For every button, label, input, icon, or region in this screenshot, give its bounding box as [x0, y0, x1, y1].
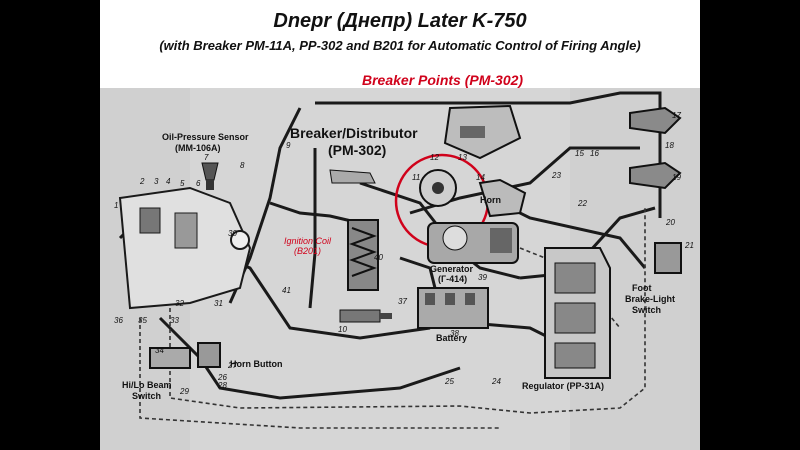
ref-number-12: 12: [430, 153, 439, 162]
ref-number-25: 25: [444, 377, 454, 386]
spark-plug: [339, 309, 392, 323]
ref-number-28: 28: [217, 381, 227, 390]
diagram-subtitle: (with Breaker PM-11A, PP-302 and B201 fo…: [159, 38, 641, 53]
ref-number-4: 4: [166, 177, 171, 186]
diagram-title: Dnepr (Днепр) Later K-750: [273, 10, 527, 32]
breaker-distributor: [329, 104, 522, 207]
label-battery: Battery: [436, 333, 467, 343]
ref-number-24: 24: [491, 377, 501, 386]
oil-pressure-sensor: [201, 162, 219, 190]
label-oil-sensor: Oil-Pressure Sensor: [162, 132, 249, 142]
ref-number-7: 7: [204, 153, 209, 162]
ref-number-20: 20: [665, 218, 675, 227]
generator: [427, 222, 519, 264]
ref-number-35: 35: [138, 316, 147, 325]
ref-number-32: 32: [175, 299, 184, 308]
ref-number-18: 18: [665, 141, 674, 150]
battery: [417, 287, 489, 329]
ref-number-2: 2: [139, 177, 145, 186]
label-foot-brake-1: Foot: [632, 283, 652, 293]
label-ignition-coil: Ignition Coil: [284, 236, 332, 246]
ref-number-22: 22: [577, 199, 587, 208]
ref-number-21: 21: [684, 241, 694, 250]
ref-number-27: 27: [227, 361, 237, 370]
ref-number-10: 10: [338, 325, 347, 334]
label-breaker-distributor-code: (PM-302): [328, 142, 386, 158]
ref-number-23: 23: [551, 171, 561, 180]
ref-number-41: 41: [282, 286, 291, 295]
breaker-points-callout: Breaker Points (PM-302): [362, 72, 524, 88]
ref-number-6: 6: [196, 179, 201, 188]
label-breaker-distributor: Breaker/Distributor: [290, 125, 418, 141]
label-foot-brake-3: Switch: [632, 305, 661, 315]
ref-number-38: 38: [450, 329, 459, 338]
slide: Dnepr (Днепр) Later K-750 (with Breaker …: [100, 0, 700, 450]
label-generator-code: (Г-414): [438, 274, 467, 284]
horn: [478, 178, 527, 218]
label-horn-button: Horn Button: [230, 359, 282, 369]
ref-number-37: 37: [398, 297, 407, 306]
horn-button: [197, 342, 221, 368]
headlamp: [118, 186, 252, 310]
ref-number-19: 19: [672, 173, 681, 182]
ref-number-34: 34: [155, 346, 164, 355]
ref-number-13: 13: [458, 153, 467, 162]
label-hilo-2: Switch: [132, 391, 161, 401]
ignition-coil: [347, 219, 379, 291]
ref-number-26: 26: [217, 373, 227, 382]
label-hilo-1: Hi/Lo Beam: [122, 380, 172, 390]
ref-number-33: 33: [170, 316, 179, 325]
label-generator: Generator: [430, 264, 474, 274]
label-oil-sensor-code: (MM-106A): [175, 143, 221, 153]
ref-number-3: 3: [154, 177, 159, 186]
ref-number-8: 8: [240, 161, 245, 170]
ref-number-14: 14: [476, 173, 485, 182]
regulator: [544, 247, 611, 379]
label-ignition-coil-code: (B201): [294, 246, 321, 256]
hi-lo-beam-switch: [149, 347, 191, 369]
ref-number-29: 29: [179, 387, 189, 396]
ref-number-39: 39: [478, 273, 487, 282]
ref-number-5: 5: [180, 179, 185, 188]
ref-number-36: 36: [114, 316, 123, 325]
label-foot-brake-2: Brake-Light: [625, 294, 675, 304]
ref-number-15: 15: [575, 149, 584, 158]
ref-number-31: 31: [214, 299, 223, 308]
ref-number-30: 30: [228, 229, 237, 238]
tail-lights: [629, 106, 682, 190]
ref-number-1: 1: [114, 201, 118, 210]
ref-number-40: 40: [374, 253, 383, 262]
label-regulator: Regulator (PP-31A): [522, 381, 604, 391]
ref-number-9: 9: [286, 141, 291, 150]
ref-number-11: 11: [412, 173, 420, 182]
ref-number-16: 16: [590, 149, 599, 158]
wiring-diagram: Oil-Pressure Sensor (MM-106A) Horn Gener…: [100, 88, 700, 450]
label-horn: Horn: [480, 195, 501, 205]
foot-brake-light-switch: [654, 242, 682, 274]
ref-number-17: 17: [672, 111, 681, 120]
